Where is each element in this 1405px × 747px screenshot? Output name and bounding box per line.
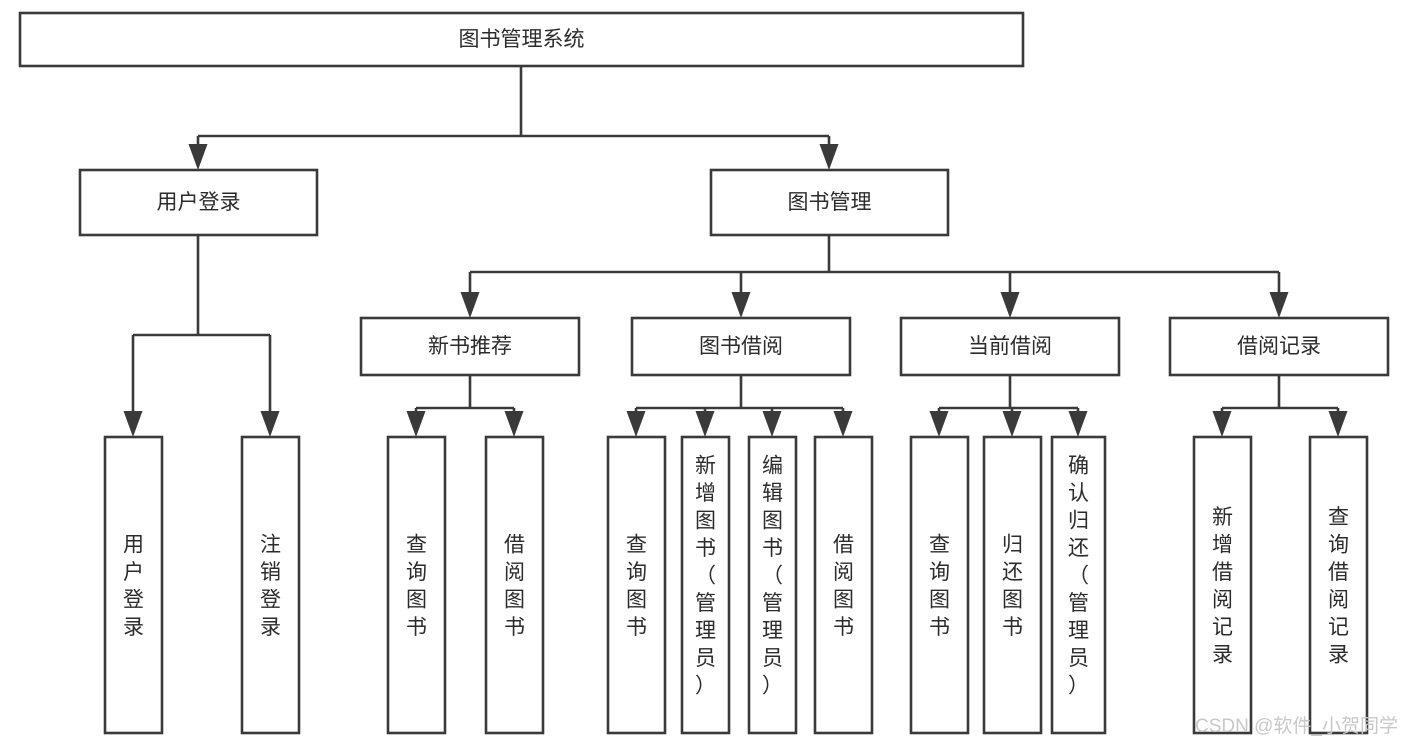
node-box-leaf-query-book-current[interactable] [909,435,970,735]
connector-userlogin-to-leaves [123,235,280,437]
node-box-leaf-add-book[interactable] [680,435,731,735]
node-label-leaf-query-borrow-record: 查询借阅记录 [1328,506,1349,667]
connector-arrowhead [123,411,143,437]
connector-arrowhead [504,411,524,437]
node-label-leaf-query-book-borrow: 查询图书 [626,533,647,639]
node-label-leaf-query-book-current: 查询图书 [929,533,950,639]
node-label-root: 图书管理系统 [459,28,585,51]
node-book-manage[interactable]: 图书管理 [709,168,950,237]
connector-arrowhead [460,292,480,318]
connector-arrowhead [1068,411,1088,437]
node-label-leaf-borrow-book-recommend: 借阅图书 [504,533,525,639]
node-book-borrow[interactable]: 图书借阅 [630,316,852,377]
node-root[interactable]: 图书管理系统 [18,11,1025,68]
connector-arrowhead [1002,411,1022,437]
node-label-user-login: 用户登录 [157,191,241,214]
node-leaf-query-book-current[interactable]: 查询图书 [909,435,970,735]
node-leaf-confirm-return[interactable]: 确认归还（管理员） [1050,435,1107,735]
node-leaf-logout[interactable]: 注销登录 [240,435,301,735]
connector-arrowhead [695,411,715,437]
node-box-leaf-return-book[interactable] [982,435,1043,735]
node-label-leaf-edit-book: 编辑图书（管理员） [762,454,783,697]
node-box-leaf-confirm-return[interactable] [1050,435,1107,735]
node-new-book-recommend[interactable]: 新书推荐 [359,316,581,377]
connector-arrowhead [1000,292,1020,318]
node-box-leaf-query-borrow-record[interactable] [1308,435,1369,735]
connector-root-to-level1 [188,66,839,170]
node-leaf-query-book-recommend[interactable]: 查询图书 [386,435,447,735]
connector-arrowhead [929,411,949,437]
connector-borrow-to-leaves [626,375,853,437]
connector-arrowhead [1269,292,1289,318]
node-box-user-login[interactable] [78,168,319,237]
connector-arrowhead [819,144,839,170]
connector-current-to-leaves [929,375,1088,437]
node-label-leaf-logout: 注销登录 [260,533,281,639]
node-label-book-borrow: 图书借阅 [699,335,783,358]
connector-arrowhead [731,292,751,318]
node-label-borrow-record: 借阅记录 [1237,335,1321,358]
node-label-leaf-return-book: 归还图书 [1002,533,1023,639]
node-leaf-user-login[interactable]: 用户登录 [103,435,164,735]
node-layer: 图书管理系统用户登录图书管理新书推荐图书借阅当前借阅借阅记录用户登录注销登录查询… [18,11,1390,735]
node-leaf-edit-book[interactable]: 编辑图书（管理员） [747,435,798,735]
node-label-leaf-borrow-book: 借阅图书 [833,533,854,639]
node-box-leaf-query-book-recommend[interactable] [386,435,447,735]
node-current-borrow[interactable]: 当前借阅 [899,316,1121,377]
node-box-leaf-logout[interactable] [240,435,301,735]
node-borrow-record[interactable]: 借阅记录 [1168,316,1390,377]
node-label-leaf-query-book-recommend: 查询图书 [406,533,427,639]
node-box-new-book-recommend[interactable] [359,316,581,377]
node-leaf-query-book-borrow[interactable]: 查询图书 [606,435,667,735]
connector-bookmanage-to-level2 [460,235,1289,318]
node-box-root[interactable] [18,11,1025,68]
connector-arrowhead [626,411,646,437]
node-leaf-borrow-book-recommend[interactable]: 借阅图书 [484,435,545,735]
watermark-layer: CSDN @软件_小贺同学 [1195,715,1398,737]
node-box-borrow-record[interactable] [1168,316,1390,377]
node-leaf-borrow-book[interactable]: 借阅图书 [813,435,874,735]
connector-layer [123,66,1348,437]
connector-arrowhead [260,411,280,437]
node-box-leaf-borrow-book[interactable] [813,435,874,735]
connector-arrowhead [406,411,426,437]
connector-arrowhead [1328,411,1348,437]
node-label-leaf-confirm-return: 确认归还（管理员） [1068,454,1089,697]
node-label-current-borrow: 当前借阅 [968,335,1052,358]
connector-arrowhead [188,144,208,170]
csdn-watermark: CSDN @软件_小贺同学 [1195,715,1398,737]
node-box-current-borrow[interactable] [899,316,1121,377]
node-box-book-borrow[interactable] [630,316,852,377]
node-leaf-add-borrow-record[interactable]: 新增借阅记录 [1192,435,1253,735]
node-label-leaf-add-book: 新增图书（管理员） [695,454,716,697]
node-label-leaf-user-login: 用户登录 [123,533,144,639]
node-box-book-manage[interactable] [709,168,950,237]
node-box-leaf-edit-book[interactable] [747,435,798,735]
connector-arrowhead [833,411,853,437]
node-user-login[interactable]: 用户登录 [78,168,319,237]
node-leaf-add-book[interactable]: 新增图书（管理员） [680,435,731,735]
node-leaf-return-book[interactable]: 归还图书 [982,435,1043,735]
node-box-leaf-add-borrow-record[interactable] [1192,435,1253,735]
node-box-leaf-user-login[interactable] [103,435,164,735]
node-label-new-book-recommend: 新书推荐 [428,335,512,358]
connector-arrowhead [1212,411,1232,437]
node-leaf-query-borrow-record[interactable]: 查询借阅记录 [1308,435,1369,735]
node-label-leaf-add-borrow-record: 新增借阅记录 [1212,506,1233,667]
node-box-leaf-query-book-borrow[interactable] [606,435,667,735]
connector-record-to-leaves [1212,375,1348,437]
node-label-book-manage: 图书管理 [788,191,872,214]
connector-arrowhead [762,411,782,437]
node-box-leaf-borrow-book-recommend[interactable] [484,435,545,735]
connector-recommend-to-leaves [406,375,524,437]
